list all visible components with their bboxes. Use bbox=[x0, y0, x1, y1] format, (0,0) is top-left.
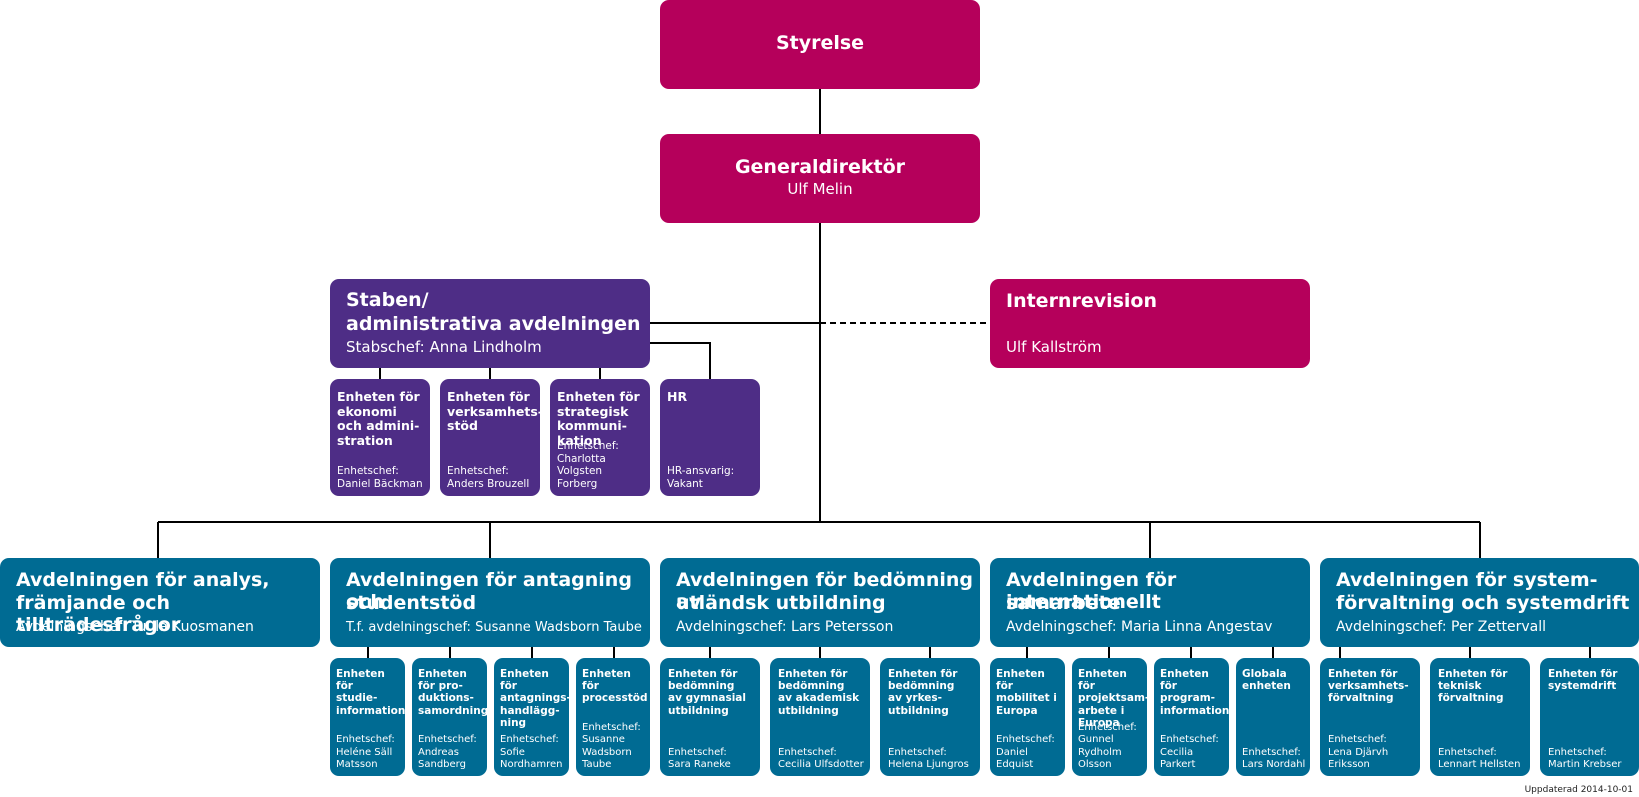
unit-study-information: Enheten för studie- information Enhetsch… bbox=[330, 658, 405, 776]
unit-technical-management: Enheten för teknisk förvaltning Enhetsch… bbox=[1430, 658, 1530, 776]
department-head: Avdelningschef: Per Zettervall bbox=[1336, 619, 1546, 635]
staff-head: Stabschef: Anna Lindholm bbox=[346, 338, 542, 356]
staff-box: Staben/ administrativa avdelningen Stabs… bbox=[330, 279, 650, 368]
director-title: Generaldirektör bbox=[734, 156, 906, 178]
audit-title: Internrevision bbox=[1006, 290, 1158, 312]
staff-unit-title: Enheten för strategisk kommuni- kation bbox=[557, 389, 640, 448]
staff-unit-head: HR-ansvarig: Vakant bbox=[667, 465, 735, 490]
unit-global: Globala enheten Enhetschef: Lars Nordahl bbox=[1236, 658, 1310, 776]
audit-name: Ulf Kallström bbox=[1006, 338, 1102, 356]
director-box: Generaldirektör Ulf Melin bbox=[660, 134, 980, 223]
unit-admission-handling: Enheten för antagnings- handlägg- ning E… bbox=[494, 658, 571, 776]
unit-head: Enhetschef: Lennart Hellsten bbox=[1438, 746, 1521, 770]
unit-title: Enheten för projektsam- arbete i Europa bbox=[1078, 668, 1150, 729]
unit-vocational-assessment: Enheten för bedömning av yrkes- utbildni… bbox=[880, 658, 980, 776]
unit-head: Enhetschef: Heléne Säll Matsson bbox=[336, 734, 395, 770]
unit-title: Enheten för mobilitet i Europa bbox=[996, 668, 1057, 717]
staff-unit-hr: HR HR-ansvarig: Vakant bbox=[660, 379, 760, 496]
unit-head: Enhetschef: Helena Ljungros bbox=[888, 746, 969, 770]
unit-head: Enhetschef: Gunnel Rydholm Olsson bbox=[1078, 722, 1137, 770]
staff-unit-communication: Enheten för strategisk kommuni- kation E… bbox=[550, 379, 650, 496]
unit-title: Enheten för bedömning av gymnasial utbil… bbox=[668, 668, 746, 717]
staff-unit-title: HR bbox=[667, 389, 688, 404]
board-box: Styrelse bbox=[660, 0, 980, 89]
department-head: Avdelningschef: Tuula Kuosmanen bbox=[16, 619, 254, 635]
unit-head: Enhetschef: Lars Nordahl bbox=[1242, 746, 1306, 770]
staff-title-line2: administrativa avdelningen bbox=[346, 313, 641, 335]
director-name: Ulf Melin bbox=[787, 180, 853, 198]
unit-head: Enhetschef: Sofie Nordhamren bbox=[500, 734, 563, 770]
staff-unit-economy: Enheten för ekonomi och admini- stration… bbox=[330, 379, 430, 496]
department-systems: Avdelningen för system- förvaltning och … bbox=[1320, 558, 1639, 647]
unit-title: Enheten för pro- duktions- samordning bbox=[418, 668, 489, 717]
unit-program-information: Enheten för program- information Enhetsc… bbox=[1154, 658, 1229, 776]
unit-head: Enhetschef: Sara Raneke bbox=[668, 746, 731, 770]
department-assessment: Avdelningen för bedömning av utländsk ut… bbox=[660, 558, 980, 647]
department-title-line1: Avdelningen för bedömning av bbox=[676, 569, 974, 613]
department-head: Avdelningschef: Lars Petersson bbox=[676, 619, 894, 635]
unit-project-cooperation-europe: Enheten för projektsam- arbete i Europa … bbox=[1072, 658, 1150, 776]
unit-title: Enheten för processtöd bbox=[582, 668, 648, 705]
department-title-line2: samarbete bbox=[1006, 592, 1121, 614]
unit-head: Enhetschef: Daniel Edquist bbox=[996, 734, 1055, 770]
department-title-line2: studentstöd bbox=[346, 592, 477, 614]
audit-box: Internrevision Ulf Kallström bbox=[990, 279, 1310, 368]
unit-process-support: Enheten för processtöd Enhetschef: Susan… bbox=[576, 658, 650, 776]
unit-head: Enhetschef: Lena Djärvh Eriksson bbox=[1328, 734, 1389, 770]
unit-title: Enheten för antagnings- handlägg- ning bbox=[500, 668, 571, 729]
staff-unit-title: Enheten för ekonomi och admini- stration bbox=[337, 389, 420, 448]
unit-head: Enhetschef: Martin Krebser bbox=[1548, 746, 1622, 770]
staff-unit-operations-support: Enheten för verksamhets- stöd Enhetschef… bbox=[440, 379, 543, 496]
unit-system-operations: Enheten för systemdrift Enhetschef: Mart… bbox=[1540, 658, 1639, 776]
staff-title-line1: Staben/ bbox=[346, 289, 429, 311]
department-title-line2: förvaltning och systemdrift bbox=[1336, 592, 1630, 614]
department-international: Avdelningen för internationellt samarbet… bbox=[990, 558, 1310, 647]
department-head: Avdelningschef: Maria Linna Angestav bbox=[1006, 619, 1273, 635]
staff-unit-head: Enhetschef: Anders Brouzell bbox=[447, 465, 530, 490]
board-title: Styrelse bbox=[775, 32, 865, 54]
unit-mobility-europe: Enheten för mobilitet i Europa Enhetsche… bbox=[990, 658, 1065, 776]
unit-head: Enhetschef: Andreas Sandberg bbox=[418, 734, 477, 770]
staff-unit-head: Enhetschef: Charlotta Volgsten Forberg bbox=[557, 440, 619, 490]
unit-title: Enheten för studie- information bbox=[336, 668, 406, 717]
updated-footnote: Uppdaterad 2014-10-01 bbox=[1524, 785, 1633, 795]
unit-title: Enheten för systemdrift bbox=[1548, 668, 1618, 693]
department-title-line1: Avdelningen för system- bbox=[1336, 569, 1598, 591]
unit-academic-assessment: Enheten för bedömning av akademisk utbil… bbox=[770, 658, 870, 776]
unit-title: Enheten för verksamhets- förvaltning bbox=[1328, 668, 1409, 705]
department-admission: Avdelningen för antagning och studentstö… bbox=[330, 558, 650, 647]
department-title-line1: Avdelningen för internationellt bbox=[1006, 569, 1177, 613]
department-title-line1: Avdelningen för antagning och bbox=[346, 569, 632, 613]
unit-head: Enhetschef: Cecilia Parkert bbox=[1160, 734, 1219, 770]
unit-title: Enheten för bedömning av yrkes- utbildni… bbox=[888, 668, 958, 717]
department-analysis: Avdelningen för analys, främjande och ti… bbox=[0, 558, 320, 647]
unit-title: Enheten för teknisk förvaltning bbox=[1438, 668, 1508, 705]
staff-unit-head: Enhetschef: Daniel Bäckman bbox=[337, 465, 423, 490]
unit-title: Enheten för program- information bbox=[1160, 668, 1230, 717]
unit-title: Globala enheten bbox=[1242, 668, 1291, 693]
unit-production-coordination: Enheten för pro- duktions- samordning En… bbox=[412, 658, 489, 776]
department-head: T.f. avdelningschef: Susanne Wadsborn Ta… bbox=[346, 620, 642, 635]
unit-operations-management: Enheten för verksamhets- förvaltning Enh… bbox=[1320, 658, 1420, 776]
unit-title: Enheten för bedömning av akademisk utbil… bbox=[778, 668, 860, 717]
unit-upper-secondary-assessment: Enheten för bedömning av gymnasial utbil… bbox=[660, 658, 760, 776]
unit-head: Enhetschef: Susanne Wadsborn Taube bbox=[582, 722, 641, 770]
staff-unit-title: Enheten för verksamhets- stöd bbox=[447, 389, 543, 433]
department-title-line2: utländsk utbildning bbox=[676, 592, 886, 614]
department-title-line1: Avdelningen för analys, bbox=[16, 569, 270, 591]
department-title-line2: främjande och tillträdesfrågor bbox=[16, 592, 181, 636]
unit-head: Enhetschef: Cecilia Ulfsdotter bbox=[778, 746, 864, 770]
